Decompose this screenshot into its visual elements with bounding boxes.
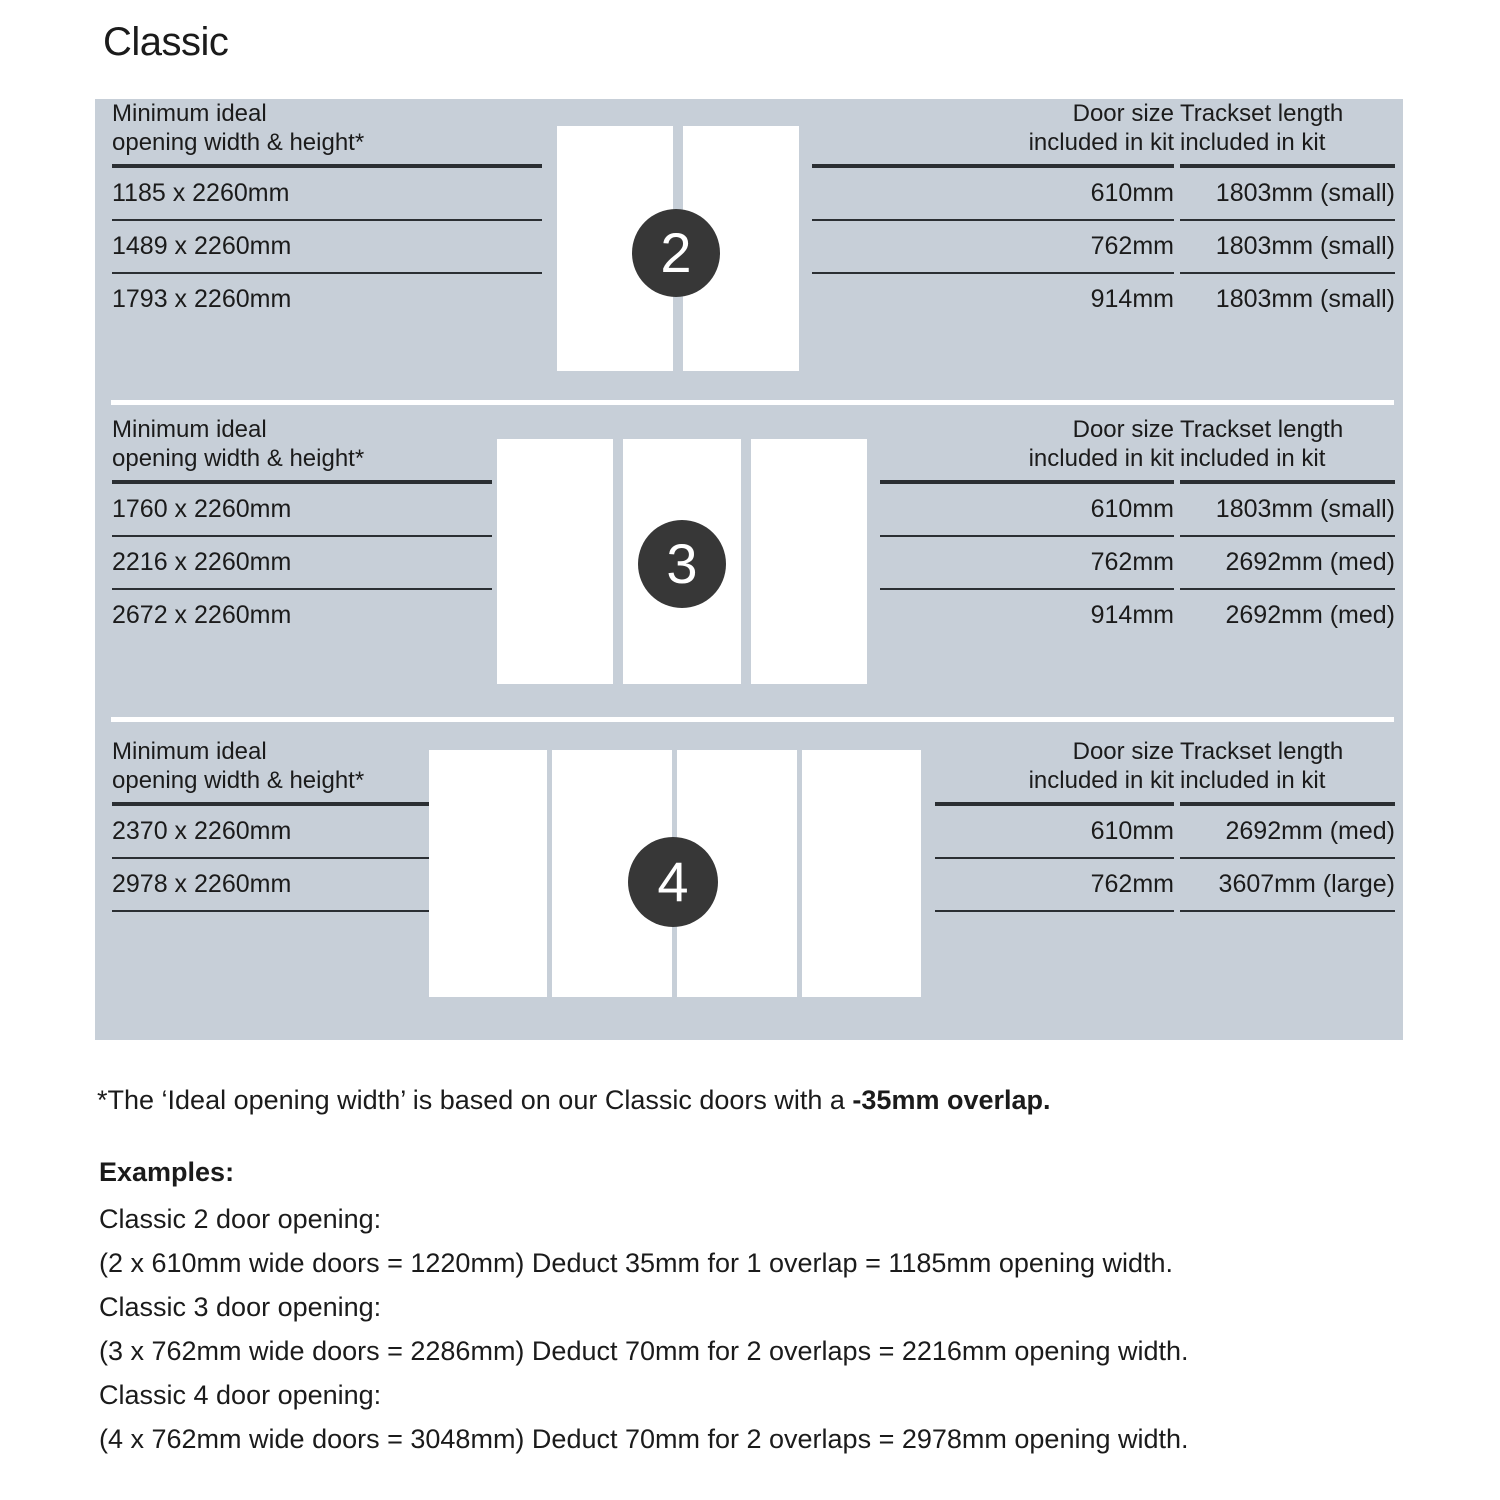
specs-panel: Minimum ideal opening width & height* 11… [95, 99, 1403, 1040]
column-header-trackset: Trackset length included in kit [1180, 416, 1344, 472]
row-rule [935, 910, 1174, 912]
opening-value: 1760 x 2260mm [112, 495, 292, 523]
column-header-opening: Minimum ideal opening width & height* [112, 738, 365, 794]
footnote-emphasis: -35mm overlap. [852, 1085, 1051, 1115]
header-rule [1180, 802, 1395, 806]
section-divider [111, 717, 1394, 722]
header-rule [812, 164, 1174, 168]
trackset-value: 2692mm (med) [1225, 548, 1396, 576]
section-4-door: Minimum ideal opening width & height* 23… [95, 737, 1403, 1040]
section-4-doorsize-column: Door size included in kit 610mm 762mm [935, 737, 1174, 912]
column-header-door-size: Door size included in kit [1028, 738, 1174, 794]
door-gap [741, 439, 751, 684]
header-rule [112, 802, 434, 806]
header-rule [112, 480, 492, 484]
row-rule [112, 535, 492, 537]
row-rule [1180, 588, 1395, 590]
door-panel [429, 750, 547, 997]
door-gap [613, 439, 623, 684]
row-rule [112, 588, 492, 590]
door-count-badge: 4 [628, 837, 718, 927]
header-rule [112, 164, 542, 168]
row-rule [112, 272, 542, 274]
section-2-trackset-column: Trackset length included in kit 1803mm (… [1180, 99, 1395, 325]
example-line: (3 x 762mm wide doors = 2286mm) Deduct 7… [99, 1336, 1189, 1366]
door-size-value: 610mm [1090, 817, 1174, 845]
door-size-value: 762mm [1090, 870, 1174, 898]
row-rule [935, 857, 1174, 859]
door-size-value: 914mm [1090, 601, 1174, 629]
example-line: Classic 3 door opening: [99, 1292, 382, 1322]
opening-value: 2370 x 2260mm [112, 817, 292, 845]
row-rule [112, 857, 434, 859]
header-rule [1180, 480, 1395, 484]
opening-value: 2978 x 2260mm [112, 870, 292, 898]
examples-heading: Examples: [99, 1157, 235, 1187]
opening-value: 1793 x 2260mm [112, 285, 292, 313]
row-rule [1180, 219, 1395, 221]
header-rule [1180, 164, 1395, 168]
row-rule [880, 535, 1174, 537]
column-header-opening: Minimum ideal opening width & height* [112, 416, 365, 472]
column-header-trackset: Trackset length included in kit [1180, 100, 1344, 156]
opening-value: 1489 x 2260mm [112, 232, 292, 260]
row-rule [880, 588, 1174, 590]
section-3-door: Minimum ideal opening width & height* 17… [95, 415, 1403, 717]
door-diagram-4 [429, 750, 921, 997]
trackset-value: 2692mm (med) [1225, 601, 1396, 629]
door-panel [802, 750, 921, 997]
column-header-opening: Minimum ideal opening width & height* [112, 100, 365, 156]
example-line: Classic 2 door opening: [99, 1204, 382, 1234]
trackset-value: 2692mm (med) [1225, 817, 1396, 845]
footnote: *The ‘Ideal opening width’ is based on o… [97, 1085, 1051, 1116]
door-size-value: 610mm [1090, 495, 1174, 523]
section-2-doorsize-column: Door size included in kit 610mm 762mm 91… [812, 99, 1174, 325]
row-rule [1180, 857, 1395, 859]
door-size-value: 762mm [1090, 232, 1174, 260]
row-rule [1180, 272, 1395, 274]
trackset-value: 1803mm (small) [1215, 495, 1395, 523]
example-line: Classic 4 door opening: [99, 1380, 382, 1410]
door-count-badge: 3 [638, 520, 726, 608]
trackset-value: 1803mm (small) [1215, 285, 1395, 313]
door-count-badge: 2 [632, 209, 720, 297]
header-rule [935, 802, 1174, 806]
row-rule [812, 272, 1174, 274]
row-rule [1180, 535, 1395, 537]
door-count-badge-label: 2 [660, 221, 692, 284]
trackset-value: 1803mm (small) [1215, 232, 1395, 260]
row-rule [112, 219, 542, 221]
section-2-opening-column: Minimum ideal opening width & height* 11… [112, 99, 542, 325]
section-2-door: Minimum ideal opening width & height* 11… [95, 99, 1403, 400]
section-4-trackset-column: Trackset length included in kit 2692mm (… [1180, 737, 1395, 912]
section-3-trackset-column: Trackset length included in kit 1803mm (… [1180, 415, 1395, 641]
footnote-text: *The ‘Ideal opening width’ is based on o… [97, 1085, 853, 1115]
column-header-door-size: Door size included in kit [1028, 416, 1174, 472]
section-3-doorsize-column: Door size included in kit 610mm 762mm 91… [880, 415, 1174, 641]
trackset-value: 3607mm (large) [1218, 870, 1395, 898]
door-size-value: 914mm [1090, 285, 1174, 313]
row-rule [1180, 910, 1395, 912]
section-3-opening-column: Minimum ideal opening width & height* 17… [112, 415, 492, 641]
door-size-value: 610mm [1090, 179, 1174, 207]
column-header-trackset: Trackset length included in kit [1180, 738, 1344, 794]
trackset-value: 1803mm (small) [1215, 179, 1395, 207]
door-count-badge-label: 4 [657, 850, 689, 913]
header-rule [880, 480, 1174, 484]
section-divider [111, 400, 1394, 405]
opening-value: 2216 x 2260mm [112, 548, 292, 576]
section-4-opening-column: Minimum ideal opening width & height* 23… [112, 737, 434, 912]
row-rule [112, 910, 434, 912]
opening-value: 2672 x 2260mm [112, 601, 292, 629]
door-panel [751, 439, 867, 684]
opening-value: 1185 x 2260mm [112, 179, 290, 207]
door-panel [497, 439, 613, 684]
row-rule [812, 219, 1174, 221]
example-line: (2 x 610mm wide doors = 1220mm) Deduct 3… [99, 1248, 1174, 1278]
example-line: (4 x 762mm wide doors = 3048mm) Deduct 7… [99, 1424, 1189, 1454]
column-header-door-size: Door size included in kit [1028, 100, 1174, 156]
door-count-badge-label: 3 [666, 532, 698, 595]
door-size-value: 762mm [1090, 548, 1174, 576]
page-title: Classic [103, 20, 229, 64]
